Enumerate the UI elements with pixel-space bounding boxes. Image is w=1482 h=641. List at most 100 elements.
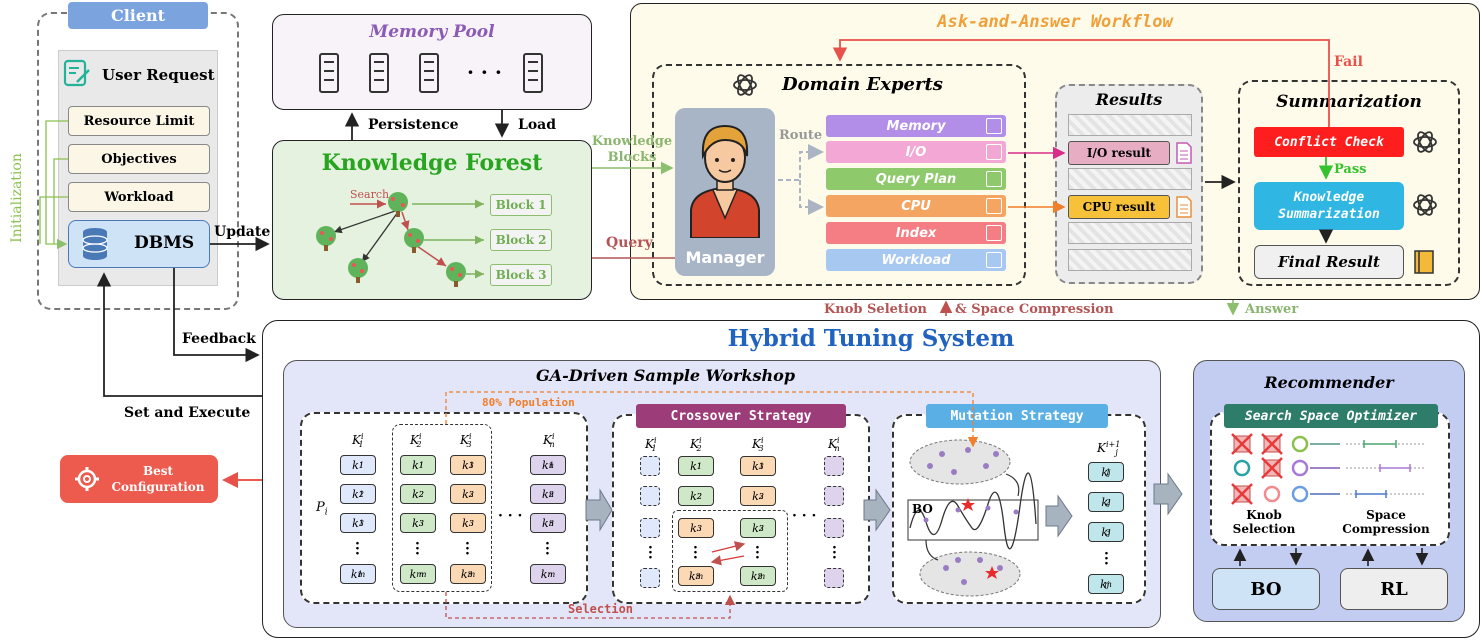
knowledge-forest-title: Knowledge Forest (321, 150, 543, 176)
workload-item: Workload (68, 182, 210, 212)
bo-inline-label: BO (912, 502, 933, 516)
search-label: Search (350, 188, 390, 201)
result-slot (1068, 222, 1192, 244)
client-title: Client (68, 2, 208, 29)
bo-box: BO (1212, 568, 1320, 610)
ghost-cell (640, 568, 660, 588)
route-label: Route (779, 128, 823, 143)
vertical-ellipsis: ··· (545, 536, 550, 562)
ghost-cell (640, 486, 660, 506)
bo-mutation-diagram (907, 439, 1039, 597)
column-label: Kin (828, 436, 840, 454)
vertical-ellipsis: ··· (1104, 546, 1109, 572)
block-3: Block 3 (490, 264, 552, 286)
dbms-label: DBMS (134, 233, 195, 253)
selection-label: Selection (568, 602, 634, 616)
vertical-ellipsis: ··· (648, 540, 653, 566)
knob-selection-caption: Knob Selection (1232, 508, 1296, 536)
vertical-ellipsis: ··· (693, 540, 698, 566)
objectives-item: Objectives (68, 144, 210, 174)
column-label: Ki2 (410, 432, 422, 450)
expert-bar: Workload (826, 249, 1006, 271)
column-label: Ki3 (460, 432, 472, 450)
crossover-pair-box (672, 510, 788, 592)
ga-workshop-title: GA-Driven Sample Workshop (536, 366, 795, 385)
mutation-title: Mutation Strategy (926, 404, 1108, 428)
vertical-ellipsis: ··· (415, 536, 420, 562)
results-title: Results (1095, 90, 1163, 109)
expert-icon (986, 144, 1002, 160)
vertical-ellipsis: ··· (755, 540, 760, 566)
search-space-title: Search Space Optimizer (1224, 404, 1438, 428)
io-result: I/O result (1068, 141, 1170, 165)
ghost-cell (640, 518, 660, 538)
expert-icon (986, 118, 1002, 134)
recommender-title: Recommender (1264, 373, 1394, 392)
knob-icons (1231, 433, 1426, 505)
ask-answer-title: Ask-and-Answer Workflow (937, 12, 1173, 32)
ghost-cell (640, 456, 660, 476)
tree-icon (316, 192, 466, 287)
memory-ellipsis: · · · (467, 60, 502, 84)
vertical-ellipsis: ··· (832, 540, 837, 566)
knowledge-blocks-label: Knowledge Blocks (591, 134, 673, 165)
expert-bar: I/O (826, 141, 1006, 163)
form-icon (63, 59, 90, 87)
column-label: Ki1 (645, 436, 657, 454)
resource-limit-item: Resource Limit (68, 106, 210, 136)
domain-experts-panel (652, 64, 1026, 286)
summarization-title: Summarization (1276, 92, 1422, 112)
hybrid-tuning-panel (262, 320, 1480, 638)
document-icon (1176, 196, 1192, 218)
column-label: Ki+1j (1097, 440, 1121, 458)
result-slot (1068, 249, 1192, 271)
domain-experts-title: Domain Experts (782, 74, 943, 95)
document-icon (1176, 142, 1192, 164)
result-slot (1068, 114, 1192, 136)
expert-bar: Memory (826, 115, 1006, 137)
manager-label: Manager (685, 248, 765, 267)
vertical-ellipsis: ··· (465, 536, 470, 562)
feedback-label: Feedback (182, 331, 256, 347)
column-label: Kin (543, 432, 555, 450)
database-icon (82, 228, 108, 260)
block-1: Block 1 (490, 194, 552, 216)
space-compression-caption: Space Compression (1342, 508, 1430, 536)
expert-bar: Index (826, 222, 1006, 244)
answer-label: Answer (1245, 302, 1299, 317)
openai-icon (1413, 194, 1437, 216)
space-compression-label: & Space Compression (955, 302, 1114, 317)
openai-icon (1413, 131, 1437, 153)
vertical-ellipsis: ··· (355, 536, 360, 562)
ghost-cell (824, 486, 844, 506)
expert-icon (986, 171, 1002, 187)
horizontal-ellipsis: · · · (792, 508, 817, 524)
knob-selection-label: Knob Seletion (824, 302, 927, 317)
cpu-result: CPU result (1068, 195, 1170, 219)
ghost-cell (824, 456, 844, 476)
knowledge-summarization-box: Knowledge Summarization (1254, 182, 1404, 230)
population-label: Pi (316, 500, 328, 518)
